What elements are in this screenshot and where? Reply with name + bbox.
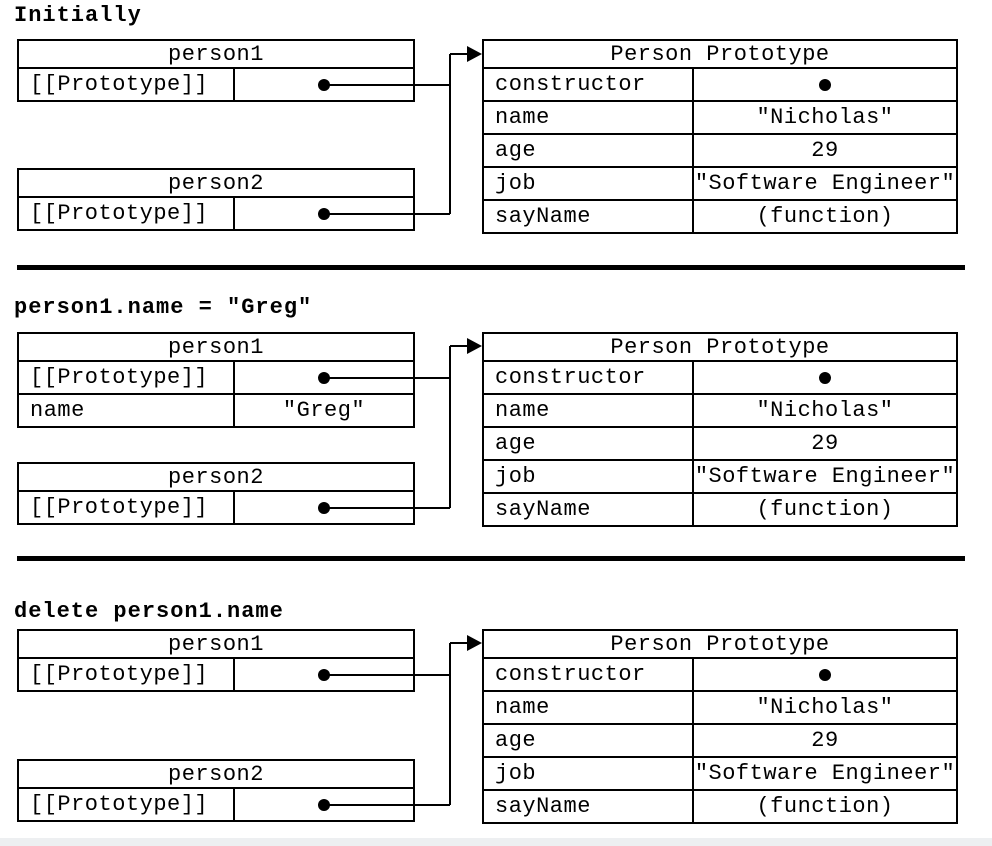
property-value: (function) xyxy=(756,794,894,819)
pointer-cell xyxy=(235,198,413,229)
property-value: 29 xyxy=(811,728,839,753)
property-label: [[Prototype]] xyxy=(19,198,235,229)
table-row: [[Prototype]] xyxy=(19,198,413,229)
object-title: Person Prototype xyxy=(484,41,956,69)
property-value: "Software Engineer" xyxy=(694,464,956,489)
table-row: name "Nicholas" xyxy=(484,395,956,428)
person-prototype-table: Person Prototype constructor name "Nicho… xyxy=(482,39,958,234)
arrowhead-icon xyxy=(467,635,482,651)
table-row: [[Prototype]] xyxy=(19,659,413,690)
table-row: age 29 xyxy=(484,428,956,461)
property-label: [[Prototype]] xyxy=(19,69,235,100)
table-row: name "Greg" xyxy=(19,395,413,426)
person-prototype-table: Person Prototype constructor name "Nicho… xyxy=(482,629,958,824)
property-value: "Nicholas" xyxy=(756,398,894,423)
property-label: age xyxy=(484,135,694,166)
property-label: age xyxy=(484,428,694,459)
table-row: job "Software Engineer" xyxy=(484,168,956,201)
table-row: [[Prototype]] xyxy=(19,492,413,523)
person1-table: person1 [[Prototype]] xyxy=(17,629,415,692)
property-value: (function) xyxy=(756,204,894,229)
section-heading-assignment: person1.name = "Greg" xyxy=(14,295,313,320)
property-label: name xyxy=(484,102,694,133)
object-title: person1 xyxy=(19,334,413,362)
table-row: name "Nicholas" xyxy=(484,102,956,135)
table-row: sayName (function) xyxy=(484,201,956,232)
property-value: 29 xyxy=(811,138,839,163)
person2-table: person2 [[Prototype]] xyxy=(17,759,415,822)
property-value: "Nicholas" xyxy=(756,105,894,130)
table-row: [[Prototype]] xyxy=(19,362,413,395)
object-title: person2 xyxy=(19,761,413,789)
pointer-cell xyxy=(235,362,413,393)
property-label: name xyxy=(484,692,694,723)
table-row: constructor xyxy=(484,69,956,102)
person2-table: person2 [[Prototype]] xyxy=(17,168,415,231)
person1-table: person1 [[Prototype]] name "Greg" xyxy=(17,332,415,428)
property-value: "Greg" xyxy=(282,398,366,423)
object-title: person2 xyxy=(19,170,413,198)
table-row: sayName (function) xyxy=(484,791,956,822)
object-title: Person Prototype xyxy=(484,334,956,362)
property-label: job xyxy=(484,461,694,492)
table-row: [[Prototype]] xyxy=(19,69,413,100)
table-row: job "Software Engineer" xyxy=(484,758,956,791)
property-value: "Software Engineer" xyxy=(694,171,956,196)
pointer-cell xyxy=(235,69,413,100)
bottom-edge-strip xyxy=(0,838,992,846)
object-title: person1 xyxy=(19,41,413,69)
pointer-cell xyxy=(694,659,956,690)
property-label: constructor xyxy=(484,69,694,100)
section-heading-initially: Initially xyxy=(14,3,142,28)
pointer-cell xyxy=(235,789,413,820)
property-label: job xyxy=(484,168,694,199)
property-value: 29 xyxy=(811,431,839,456)
pointer-cell xyxy=(694,362,956,393)
person1-table: person1 [[Prototype]] xyxy=(17,39,415,102)
table-row: sayName (function) xyxy=(484,494,956,525)
property-label: name xyxy=(19,395,235,426)
property-label: name xyxy=(484,395,694,426)
object-title: Person Prototype xyxy=(484,631,956,659)
property-label: sayName xyxy=(484,494,694,525)
table-row: constructor xyxy=(484,659,956,692)
person2-table: person2 [[Prototype]] xyxy=(17,462,415,525)
property-value: "Nicholas" xyxy=(756,695,894,720)
property-label: constructor xyxy=(484,362,694,393)
property-value: "Software Engineer" xyxy=(694,761,956,786)
section-heading-delete: delete person1.name xyxy=(14,599,284,624)
property-label: sayName xyxy=(484,791,694,822)
table-row: age 29 xyxy=(484,725,956,758)
pointer-cell xyxy=(694,69,956,100)
table-row: [[Prototype]] xyxy=(19,789,413,820)
property-label: job xyxy=(484,758,694,789)
property-value: (function) xyxy=(756,497,894,522)
property-label: [[Prototype]] xyxy=(19,659,235,690)
property-label: constructor xyxy=(484,659,694,690)
table-row: name "Nicholas" xyxy=(484,692,956,725)
property-label: sayName xyxy=(484,201,694,232)
property-label: age xyxy=(484,725,694,756)
property-label: [[Prototype]] xyxy=(19,789,235,820)
pointer-cell xyxy=(235,492,413,523)
object-title: person2 xyxy=(19,464,413,492)
table-row: age 29 xyxy=(484,135,956,168)
property-label: [[Prototype]] xyxy=(19,492,235,523)
section-divider xyxy=(17,556,965,561)
section-divider xyxy=(17,265,965,270)
arrowhead-icon xyxy=(467,338,482,354)
table-row: job "Software Engineer" xyxy=(484,461,956,494)
object-title: person1 xyxy=(19,631,413,659)
arrowhead-icon xyxy=(467,46,482,62)
pointer-cell xyxy=(235,659,413,690)
table-row: constructor xyxy=(484,362,956,395)
person-prototype-table: Person Prototype constructor name "Nicho… xyxy=(482,332,958,527)
property-label: [[Prototype]] xyxy=(19,362,235,393)
